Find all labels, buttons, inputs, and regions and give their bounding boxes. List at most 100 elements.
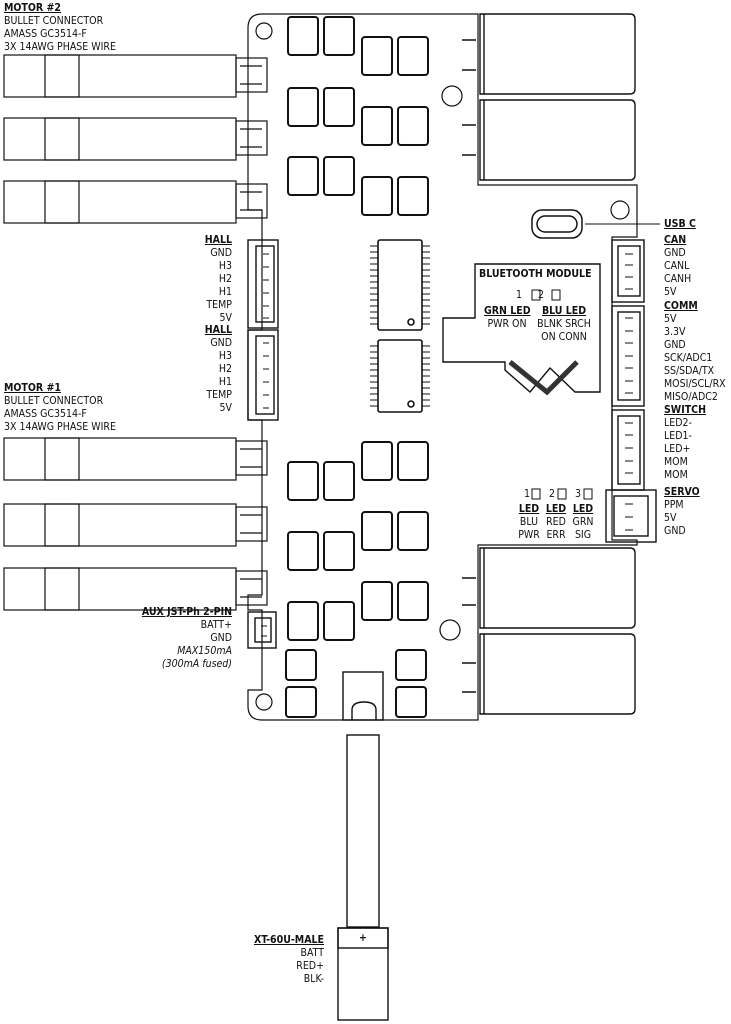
comm-title: COMM — [664, 300, 698, 312]
blu-led-title: BLU LED — [541, 305, 587, 317]
led-indicators — [531, 289, 593, 500]
xt60-connector — [337, 671, 389, 1021]
comm-pin: MOSI/SCL/RX — [664, 378, 726, 390]
can-pin: 5V — [664, 286, 677, 298]
hall1-pin: H3 — [218, 260, 232, 272]
hall1-title: HALL — [204, 234, 232, 246]
motor1-line2: AMASS GC3514-F — [4, 408, 87, 420]
servo-title: SERVO — [664, 486, 700, 498]
led-line: RED — [546, 516, 566, 528]
comm-label: COMM 5V 3.3V GND SCK/ADC1 SS/SDA/TX MOSI… — [664, 300, 726, 404]
switch-label: SWITCH LED2- LED1- LED+ MOM MOM — [664, 404, 706, 482]
xt60-line: BATT — [300, 947, 324, 959]
blu-led-label: BLU LED BLNK SRCH ON CONN — [536, 305, 592, 344]
motor1-line1: BULLET CONNECTOR — [4, 395, 104, 407]
led-line: SIG — [574, 529, 592, 541]
hall2-title: HALL — [204, 324, 232, 336]
hall2-label: HALL GND H3 H2 H1 TEMP 5V — [205, 324, 232, 415]
blu-led-line: ON CONN — [541, 331, 587, 343]
hall2-pin: H3 — [218, 350, 232, 362]
mount-hole — [255, 693, 273, 711]
usb-c-port — [531, 209, 660, 239]
led-title: LED — [572, 503, 594, 515]
hall2-pin: TEMP — [206, 389, 232, 401]
aux-title: AUX JST-Ph 2-PIN — [141, 606, 232, 618]
switch-pin: MOM — [664, 456, 688, 468]
led-title: LED — [545, 503, 567, 515]
motor2-title: MOTOR #2 — [4, 2, 61, 14]
comm-pin: 5V — [664, 313, 677, 325]
capacitors — [462, 13, 636, 715]
hall2-pin: H2 — [218, 363, 232, 375]
switch-title: SWITCH — [664, 404, 707, 416]
motor2-wires — [3, 54, 268, 224]
led-line: PWR — [518, 529, 540, 541]
hall1-pin: GND — [210, 247, 232, 259]
motor2-line3: 3X 14AWG PHASE WIRE — [4, 41, 116, 53]
led-label: LED GRN SIG — [570, 503, 596, 542]
motor1-label: MOTOR #1 BULLET CONNECTOR AMASS GC3514-F… — [4, 382, 116, 434]
can-pin: CANH — [664, 273, 692, 285]
mount-hole — [610, 200, 630, 220]
bluetooth-title: BLUETOOTH MODULE — [479, 268, 592, 280]
xt60-label: XT-60U-MALE BATT RED+ BLK- — [254, 934, 324, 986]
hall2-pin: 5V — [219, 402, 232, 414]
comm-pin: SCK/ADC1 — [664, 352, 713, 364]
hall1-label: HALL GND H3 H2 H1 TEMP 5V — [205, 234, 232, 325]
servo-pin: PPM — [664, 499, 684, 511]
bluetooth-num: 2 — [538, 289, 545, 301]
switch-pin: LED+ — [664, 443, 691, 455]
hall1-pin: H2 — [218, 273, 232, 285]
aux-note: MAX150mA — [177, 645, 232, 657]
grn-led-title: GRN LED — [484, 305, 531, 317]
comm-pin: GND — [664, 339, 686, 351]
mosfets-bottom — [285, 441, 429, 718]
can-pin: CANL — [664, 260, 690, 272]
led-line: BLU — [519, 516, 539, 528]
blu-led-line: BLNK SRCH — [537, 318, 591, 330]
switch-pin: LED1- — [664, 430, 692, 442]
xt60-plus: + — [359, 932, 367, 944]
comm-pin: SS/SDA/TX — [664, 365, 715, 377]
mount-hole — [441, 85, 463, 107]
servo-pin: 5V — [664, 512, 677, 524]
aux-pin: GND — [210, 632, 232, 644]
can-title: CAN — [664, 234, 687, 246]
usb-c-label: USB C — [664, 218, 696, 230]
motor1-title: MOTOR #1 — [4, 382, 61, 394]
led-title: LED — [518, 503, 540, 515]
motor2-line2: AMASS GC3514-F — [4, 28, 87, 40]
aux-label: AUX JST-Ph 2-PIN BATT+ GND MAX150mA (300… — [142, 606, 232, 671]
hall1-pin: 5V — [219, 312, 232, 324]
hall1-pin: TEMP — [206, 299, 232, 311]
switch-pin: LED2- — [664, 417, 692, 429]
grn-led-label: GRN LED PWR ON — [484, 305, 531, 331]
ic-chips — [370, 239, 430, 413]
mount-hole — [255, 22, 273, 40]
motor1-wires — [3, 437, 268, 611]
hall1-pin: H1 — [218, 286, 232, 298]
led-line: GRN — [572, 516, 594, 528]
xt60-line: RED+ — [296, 960, 324, 972]
hall2-pin: GND — [210, 337, 232, 349]
can-pin: GND — [664, 247, 686, 259]
switch-pin: MOM — [664, 469, 688, 481]
led-num: 1 — [524, 488, 531, 500]
hall-connectors — [247, 239, 279, 421]
led-label: LED RED ERR — [543, 503, 569, 542]
comm-pin: MISO/ADC2 — [664, 391, 718, 403]
mosfets-top — [287, 16, 429, 216]
board-outline — [247, 13, 638, 721]
motor2-label: MOTOR #2 BULLET CONNECTOR AMASS GC3514-F… — [4, 2, 116, 54]
led-num: 2 — [549, 488, 556, 500]
motor1-line3: 3X 14AWG PHASE WIRE — [4, 421, 116, 433]
led-num: 3 — [575, 488, 582, 500]
hall2-pin: H1 — [218, 376, 232, 388]
led-line: ERR — [546, 529, 566, 541]
aux-note: (300mA fused) — [161, 658, 232, 670]
led-label: LED BLU PWR — [516, 503, 542, 542]
can-label: CAN GND CANL CANH 5V — [664, 234, 691, 299]
bluetooth-num: 1 — [516, 289, 523, 301]
servo-pin: GND — [664, 525, 686, 537]
